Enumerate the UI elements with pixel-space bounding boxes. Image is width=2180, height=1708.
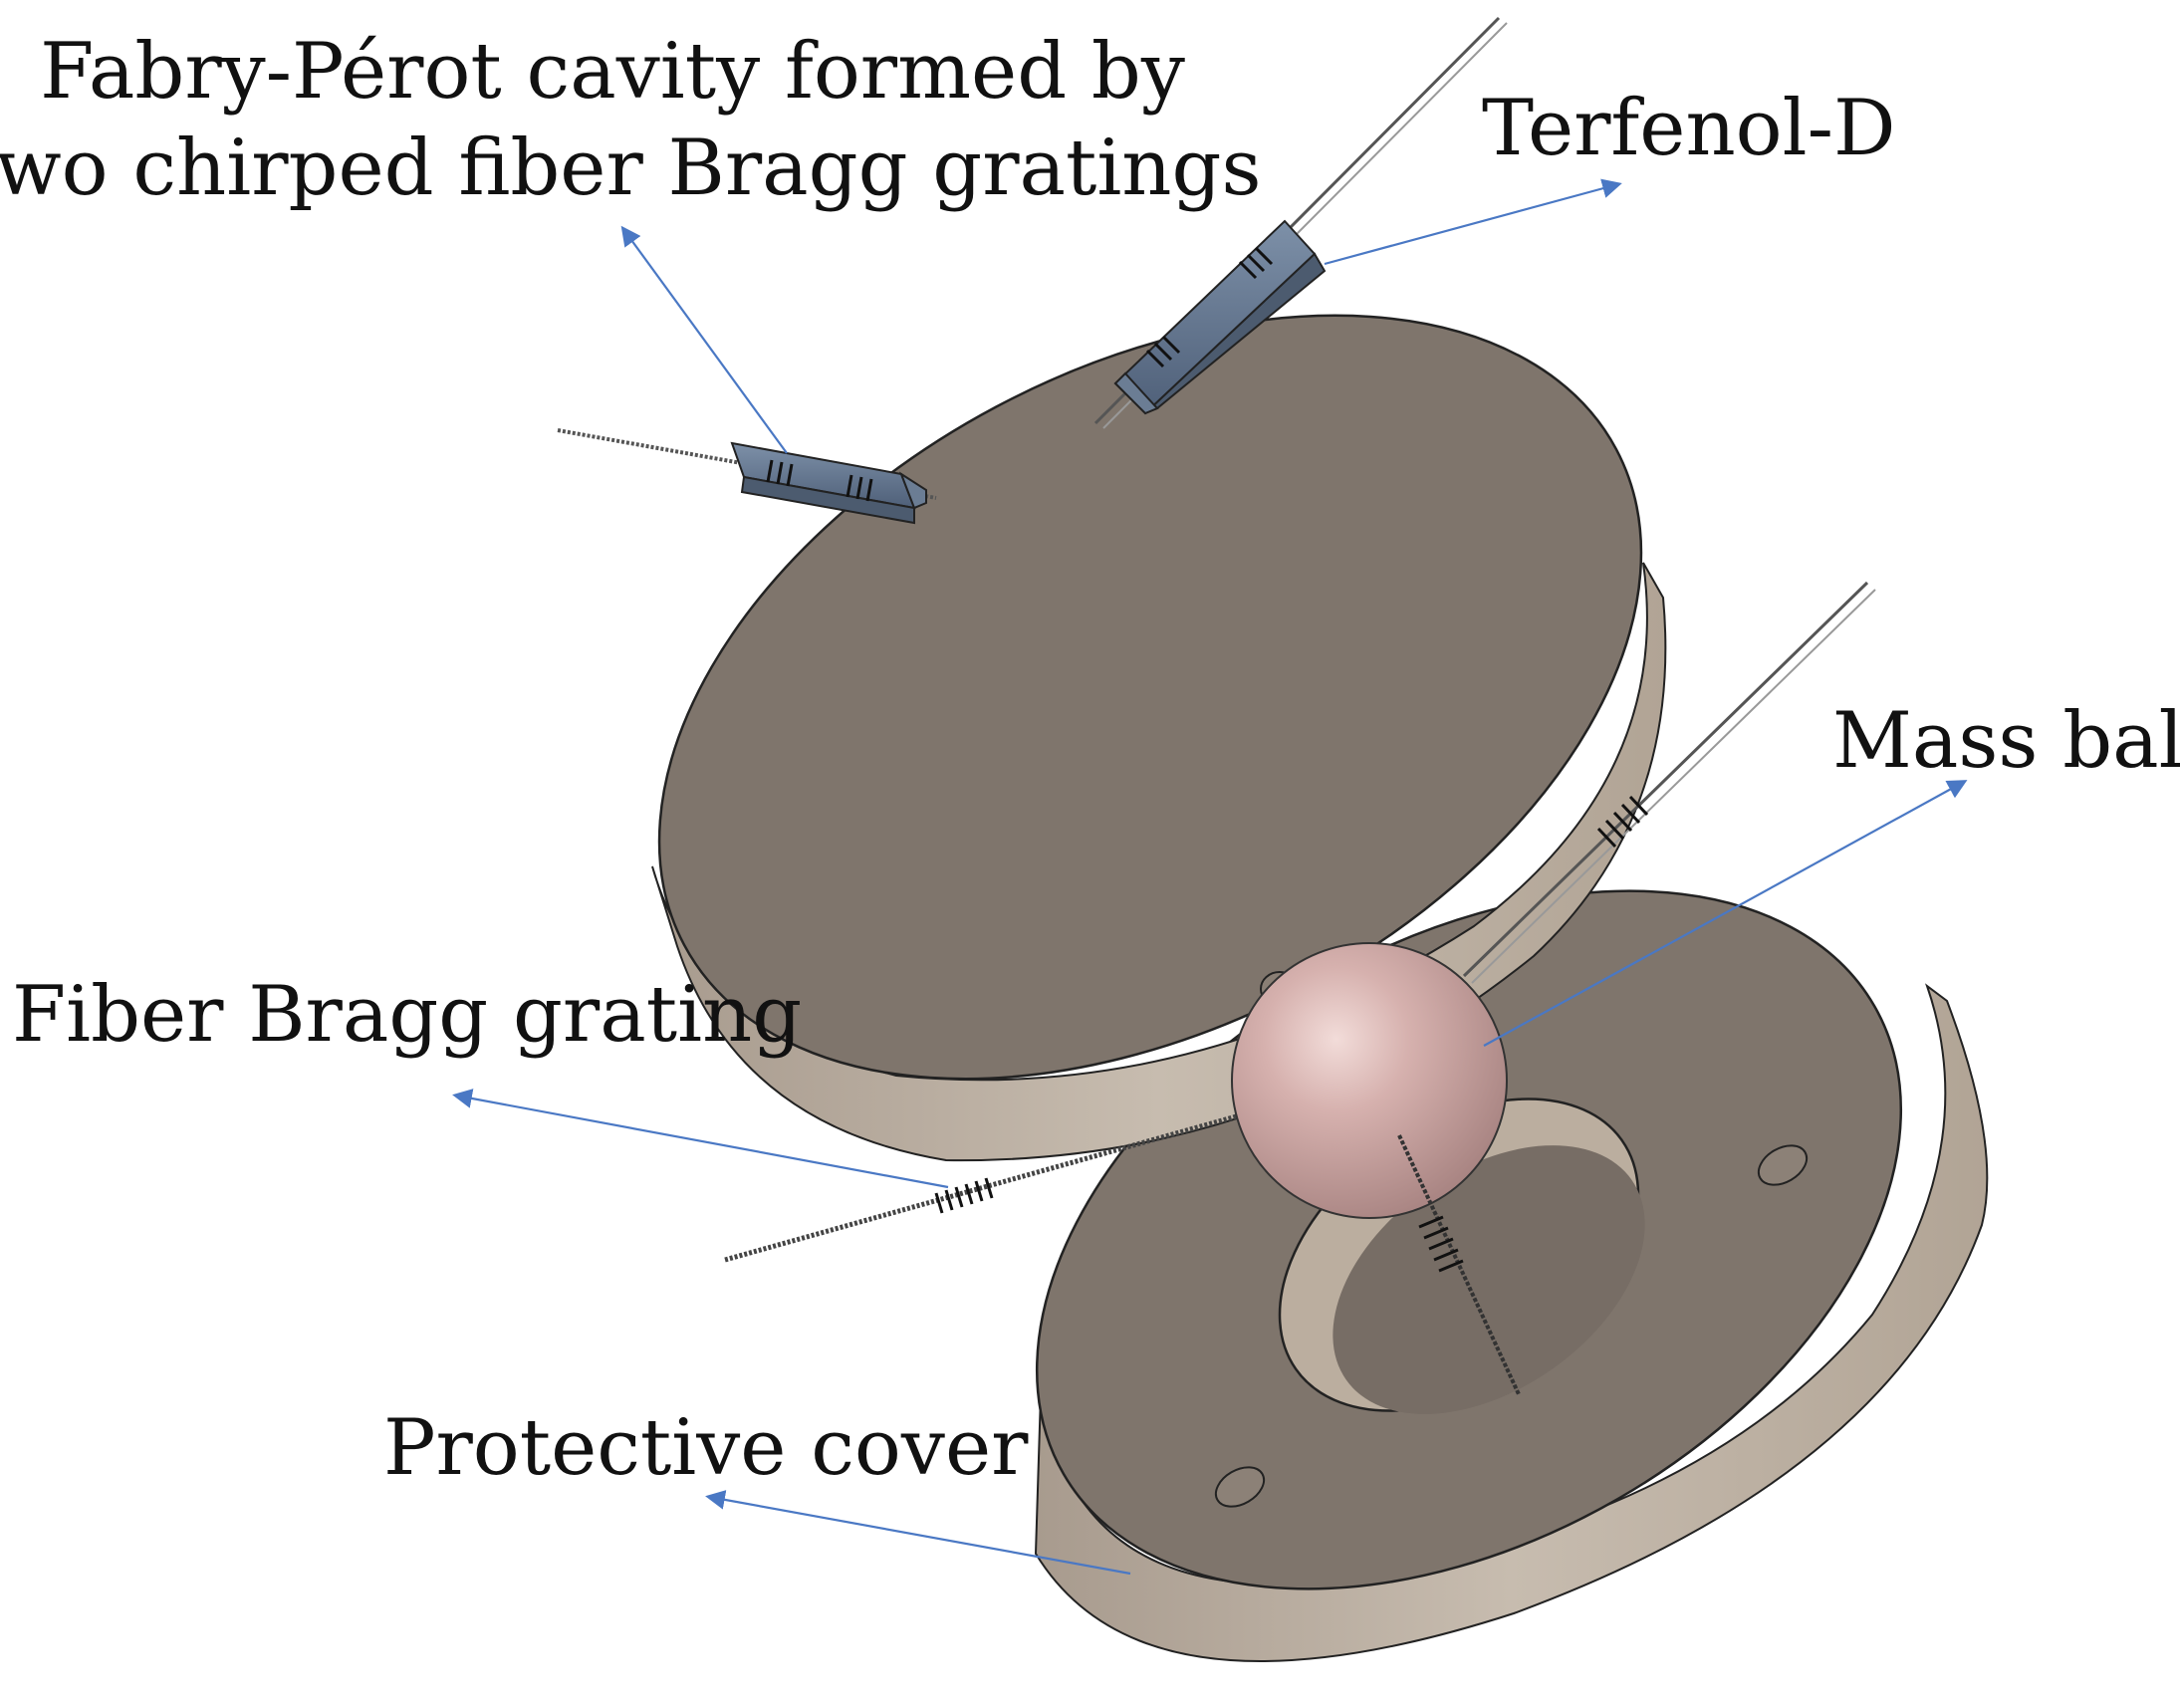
mass-ball-label: Mass ball	[1832, 696, 2180, 786]
cover-fiber	[1397, 1134, 1521, 1395]
terfenol-arrow	[1324, 178, 1622, 266]
terfenol-block	[1093, 16, 1508, 429]
fp-cavity-label-line2: two chirped fiber Bragg gratings	[0, 123, 1262, 213]
protective-cover-arrow	[705, 1490, 1131, 1576]
terfenol-label: Terfenol-D	[1482, 84, 1895, 173]
ball-fiber	[1462, 581, 1876, 984]
fp-cavity-label-line1: Fabry-Pérot cavity formed by	[40, 27, 1185, 117]
annotation-arrows	[452, 178, 1968, 1576]
fbg-label: Fiber Bragg grating	[12, 970, 802, 1060]
fp-cavity-arrow	[620, 225, 788, 454]
mass-ball-arrow	[1483, 780, 1968, 1047]
mass-ball-part	[1231, 942, 1508, 1219]
fbg-grating-marks	[934, 1177, 994, 1214]
fp-cavity-block	[557, 428, 937, 525]
fbg-fiber	[724, 1112, 1241, 1263]
fbg-arrow	[452, 1089, 949, 1189]
protective-cover-label: Protective cover	[383, 1403, 1029, 1493]
